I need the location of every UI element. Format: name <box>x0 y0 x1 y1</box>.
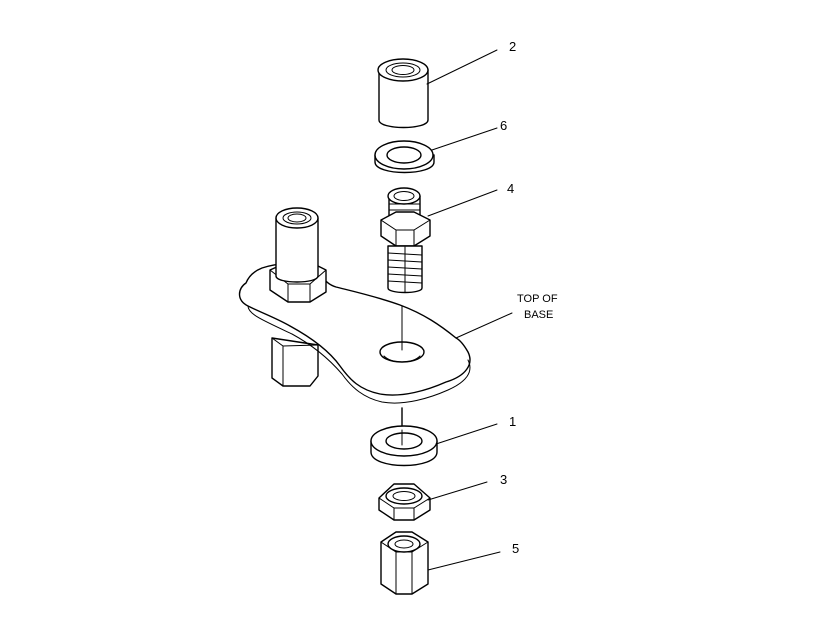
callout-5: 5 <box>512 541 519 556</box>
part-4-stud <box>380 187 431 294</box>
callout-2: 2 <box>509 39 516 54</box>
callout-1: 1 <box>509 414 516 429</box>
part-5-coupling-nut <box>380 531 429 595</box>
base-note-line1: TOP OF <box>517 293 558 305</box>
callout-4: 4 <box>507 181 514 196</box>
part-3-hex-nut <box>378 483 431 521</box>
callout-6: 6 <box>500 118 507 133</box>
base-note-line2: BASE <box>524 309 553 321</box>
leader-base <box>455 312 513 339</box>
leader-1 <box>435 423 498 445</box>
leader-2 <box>426 49 498 85</box>
leader-3 <box>427 481 488 501</box>
leader-5 <box>427 551 501 571</box>
leader-lines <box>426 49 513 571</box>
leader-4 <box>427 189 498 217</box>
callout-3: 3 <box>500 472 507 487</box>
part-6-washer <box>374 140 435 174</box>
callout-labels: 2 6 4 1 3 5 TOP OF BASE <box>500 39 558 556</box>
leader-6 <box>431 127 498 151</box>
installed-boss <box>269 207 327 303</box>
part-2-sleeve <box>377 58 429 129</box>
part-1-washer <box>370 425 438 467</box>
